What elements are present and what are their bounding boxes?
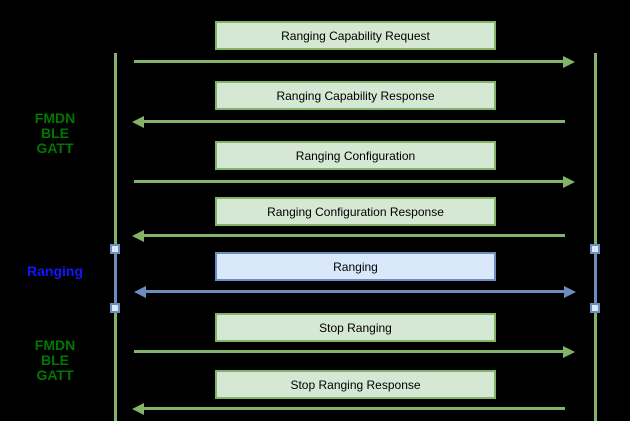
arrow-ranging-configuration-response (132, 230, 565, 242)
lifeline-right (594, 53, 597, 421)
message-label: Ranging (333, 259, 378, 274)
message-label: Ranging Capability Response (276, 88, 435, 103)
message-label: Ranging Capability Request (281, 28, 430, 43)
ranging-activation-segment-right (594, 249, 597, 307)
arrow-stop-ranging (134, 346, 575, 358)
activation-marker (590, 303, 600, 313)
arrow-line (144, 407, 565, 410)
arrowhead-left-icon (134, 286, 146, 298)
arrow-line (134, 180, 563, 183)
message-label: Stop Ranging (319, 320, 392, 335)
arrow-ranging-configuration (134, 176, 575, 188)
message-label: Ranging Configuration (295, 148, 416, 163)
arrowhead-left-icon (132, 403, 144, 415)
message-box-ranging-configuration: Ranging Configuration (215, 141, 496, 170)
arrowhead-right-icon (563, 176, 575, 188)
arrow-ranging-capability-response (132, 116, 565, 128)
activation-marker (590, 244, 600, 254)
message-label: Stop Ranging Response (290, 377, 421, 392)
arrowhead-left-icon (132, 230, 144, 242)
arrow-line (144, 120, 565, 123)
lifeline-left (114, 53, 117, 421)
message-box-ranging-capability-response: Ranging Capability Response (215, 81, 496, 110)
arrow-stop-ranging-response (132, 403, 565, 415)
arrow-ranging-capability-request (134, 56, 575, 68)
arrow-line (134, 60, 563, 63)
arrow-ranging-bidirectional (134, 286, 576, 298)
arrow-line (146, 290, 564, 293)
message-box-ranging-configuration-response: Ranging Configuration Response (215, 197, 496, 226)
arrowhead-right-icon (563, 346, 575, 358)
arrow-line (134, 350, 563, 353)
phase-label-ranging: Ranging (27, 263, 83, 279)
ranging-activation-segment-left (114, 249, 117, 307)
activation-marker (110, 303, 120, 313)
phase-label-fmdn-ble-gatt-bottom: FMDN BLE GATT (34, 337, 76, 383)
arrowhead-right-icon (563, 56, 575, 68)
phase-label-fmdn-ble-gatt-top: FMDN BLE GATT (34, 110, 76, 156)
arrow-line (144, 234, 565, 237)
message-box-ranging-capability-request: Ranging Capability Request (215, 21, 496, 50)
arrowhead-left-icon (132, 116, 144, 128)
activation-marker (110, 244, 120, 254)
message-label: Ranging Configuration Response (267, 204, 444, 219)
message-box-ranging: Ranging (215, 252, 496, 281)
arrowhead-right-icon (564, 286, 576, 298)
message-box-stop-ranging-response: Stop Ranging Response (215, 370, 496, 399)
message-box-stop-ranging: Stop Ranging (215, 313, 496, 342)
